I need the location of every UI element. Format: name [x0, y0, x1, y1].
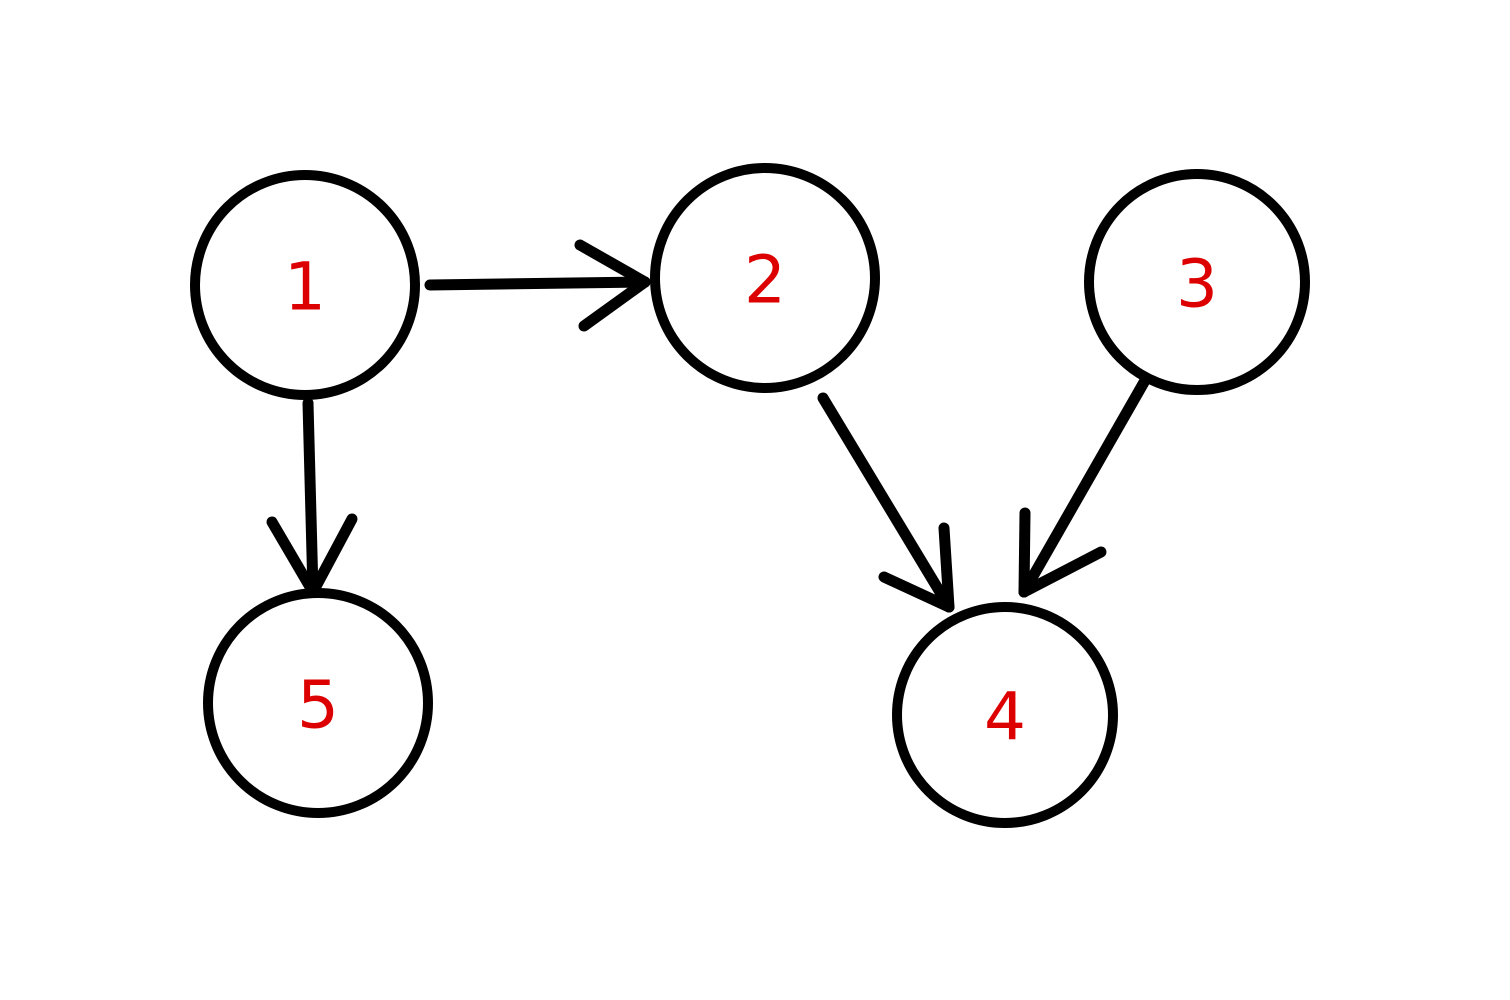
arrowhead-icon-barb-2	[1018, 546, 1107, 598]
node-circle	[892, 602, 1118, 828]
arrowhead-icon-barb-1	[266, 516, 319, 598]
graph-node-3[interactable]: 3	[1084, 169, 1310, 395]
edge-3-to-4[interactable]	[1018, 371, 1153, 598]
graph-node-5[interactable]: 5	[203, 588, 433, 818]
arrowhead-icon-barb-2	[578, 276, 651, 332]
node-circle	[650, 163, 880, 393]
arrowhead-icon-barb-1	[574, 239, 651, 288]
edge-shaft	[424, 276, 651, 291]
graph-node-4[interactable]: 4	[892, 602, 1118, 828]
arrowhead-icon-barb-1	[1018, 507, 1031, 598]
edge-shaft	[817, 392, 955, 613]
edge-shaft	[1018, 371, 1153, 598]
edge-shaft	[302, 397, 319, 598]
nodes-layer: 1 2 3 4 5	[190, 163, 1310, 828]
graph-node-2[interactable]: 2	[650, 163, 880, 393]
node-circle	[190, 170, 420, 400]
node-circle	[203, 588, 433, 818]
node-label: 5	[297, 667, 339, 744]
arrowhead-icon-barb-2	[878, 571, 955, 613]
node-label: 1	[284, 249, 326, 326]
node-label: 4	[984, 679, 1026, 756]
arrowhead-icon-barb-2	[307, 513, 358, 598]
node-circle	[1084, 169, 1310, 395]
node-label: 3	[1176, 246, 1218, 323]
edge-1-to-2[interactable]	[424, 239, 651, 332]
node-label: 2	[744, 242, 786, 319]
edge-2-to-4[interactable]	[817, 392, 955, 613]
edges-layer	[266, 239, 1153, 613]
graph-node-1[interactable]: 1	[190, 170, 420, 400]
arrowhead-icon-barb-1	[938, 522, 955, 613]
edge-1-to-5[interactable]	[266, 397, 358, 598]
